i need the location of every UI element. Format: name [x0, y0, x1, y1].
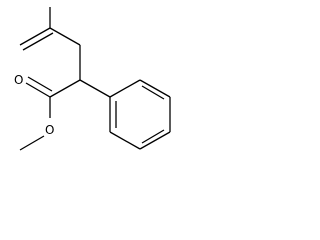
alpha-to-phenyl-bond — [79, 79, 111, 98]
ring-inner-bond-b — [141, 129, 165, 144]
alkene-double-bond-inner — [22, 32, 54, 51]
ring-bond-2 — [139, 79, 171, 98]
allylic-ch2-bond — [49, 27, 81, 46]
ring-bond-4 — [139, 131, 171, 150]
carbonyl-oxygen-label: O — [14, 73, 23, 87]
carbonyl-double-bond-inner — [27, 76, 53, 92]
carbonyl-double-bond-outer — [25, 82, 51, 98]
phenyl-ring — [109, 79, 171, 150]
ring-bond-5 — [109, 131, 141, 150]
ester-oxygen-label: O — [45, 123, 54, 137]
ring-bond-1 — [109, 79, 141, 98]
skeletal-structure-diagram: O O — [14, 7, 171, 151]
alpha-to-carbonyl-bond — [49, 79, 81, 98]
ring-inner-bond-a — [141, 85, 165, 100]
alkene-double-bond-outer — [19, 27, 51, 46]
ester-oxygen-to-methyl-bond — [19, 135, 45, 151]
